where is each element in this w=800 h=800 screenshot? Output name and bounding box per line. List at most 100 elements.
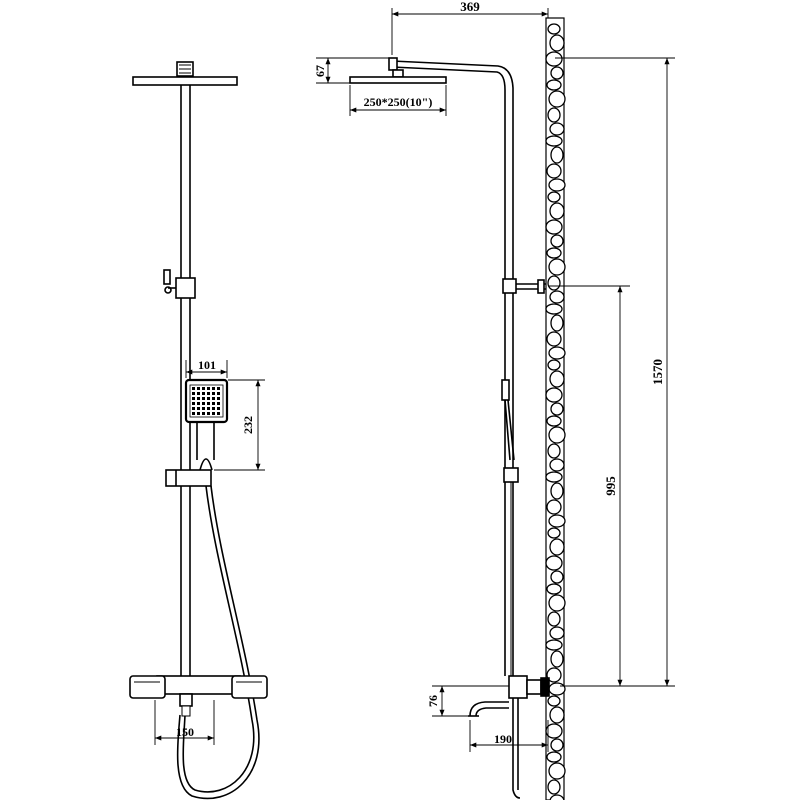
wall-stone <box>550 482 564 500</box>
wall-stone <box>545 51 563 67</box>
wall-stone <box>545 471 563 483</box>
wall-stone <box>545 555 563 571</box>
wall-stone <box>547 23 561 35</box>
wall-stone <box>546 331 562 347</box>
wall-stone <box>549 122 565 136</box>
dim-hand-shower-width: 101 <box>198 358 216 372</box>
wall-stone <box>545 723 563 739</box>
dim-bracket-height: 995 <box>603 476 618 496</box>
wall-stone <box>550 570 564 584</box>
front-slide-holder <box>165 469 212 487</box>
wall-stone <box>548 90 566 108</box>
dim-head-size: 250*250(10") <box>364 95 433 109</box>
front-view <box>129 61 268 800</box>
wall-stone <box>550 66 564 80</box>
wall-stone <box>549 370 565 388</box>
nozzle-dot <box>197 412 200 415</box>
wall-stone <box>545 303 563 315</box>
wall-stone <box>548 594 566 612</box>
side-hand-shower <box>501 379 521 799</box>
wall-stone <box>548 762 566 780</box>
nozzle-dot <box>192 387 195 390</box>
nozzle-dot <box>202 387 205 390</box>
nozzle-dot <box>207 407 210 410</box>
nozzle-dot <box>197 392 200 395</box>
side-mixer <box>508 675 550 699</box>
front-hand-shower <box>184 378 229 471</box>
wall-stone <box>547 191 561 203</box>
nozzle-dot <box>202 392 205 395</box>
nozzle-dot <box>202 397 205 400</box>
nozzle-dot <box>212 387 215 390</box>
wall-stone <box>549 34 565 52</box>
nozzle-dot <box>197 387 200 390</box>
front-thermostatic-mixer <box>129 675 268 717</box>
nozzle-dot <box>217 412 220 415</box>
nozzle-dot <box>192 397 195 400</box>
wall-stone <box>549 290 565 304</box>
wall-stone <box>545 135 563 147</box>
wall-stone <box>548 346 566 360</box>
wall-section <box>545 17 566 800</box>
wall-stone <box>550 738 564 752</box>
dim-spout-height: 76 <box>426 695 440 707</box>
wall-stone <box>547 275 561 291</box>
wall-stone <box>546 751 562 763</box>
nozzle-dot <box>207 402 210 405</box>
wall-stone <box>549 626 565 640</box>
dim-hand-shower-height: 232 <box>241 416 255 434</box>
wall-stone <box>548 178 566 192</box>
dim-total-height: 1570 <box>650 359 665 385</box>
nozzle-dot <box>207 397 210 400</box>
wall-stone <box>549 794 565 800</box>
wall-stone <box>545 639 563 651</box>
wall-stone <box>547 695 561 707</box>
nozzle-dot <box>207 392 210 395</box>
wall-stone <box>546 583 562 595</box>
wall-stone <box>550 234 564 248</box>
wall-stone <box>547 443 561 459</box>
nozzle-dot <box>197 407 200 410</box>
wall-stone <box>546 163 562 179</box>
side-overhead-arm <box>388 57 514 676</box>
nozzle-dot <box>217 387 220 390</box>
front-dimension-lines <box>154 360 265 745</box>
nozzle-dot <box>202 402 205 405</box>
wall-stone <box>546 247 562 259</box>
wall-stone <box>549 202 565 220</box>
wall-stone <box>547 527 561 539</box>
nozzle-dot <box>212 397 215 400</box>
side-wall-bracket-upper <box>502 278 546 294</box>
wall-stone <box>546 499 562 515</box>
wall-stone <box>545 387 563 403</box>
wall-stone <box>546 667 562 683</box>
dim-spout-reach: 190 <box>494 732 512 746</box>
wall-stone <box>550 650 564 668</box>
wall-stone <box>548 258 566 276</box>
nozzle-dot <box>212 407 215 410</box>
nozzle-dot <box>202 412 205 415</box>
nozzle-dot <box>217 402 220 405</box>
wall-stone <box>546 79 562 91</box>
front-upper-clamp <box>163 269 196 299</box>
nozzle-dot <box>192 392 195 395</box>
nozzle-dot <box>192 407 195 410</box>
wall-stone <box>548 514 566 528</box>
wall-stone <box>547 107 561 123</box>
wall-stone <box>547 611 561 627</box>
wall-stone <box>549 538 565 556</box>
side-rain-head <box>349 69 447 84</box>
nozzle-dot <box>192 402 195 405</box>
wall-stone <box>547 359 561 371</box>
nozzle-dot <box>212 392 215 395</box>
nozzle-dot <box>202 407 205 410</box>
front-rain-head <box>132 61 238 86</box>
nozzle-dot <box>197 402 200 405</box>
nozzle-dot <box>207 412 210 415</box>
wall-stone <box>548 426 566 444</box>
nozzle-dot <box>197 397 200 400</box>
nozzle-dot <box>217 397 220 400</box>
wall-stone <box>549 706 565 724</box>
dim-head-drop: 67 <box>313 65 327 77</box>
wall-stone <box>550 146 564 164</box>
